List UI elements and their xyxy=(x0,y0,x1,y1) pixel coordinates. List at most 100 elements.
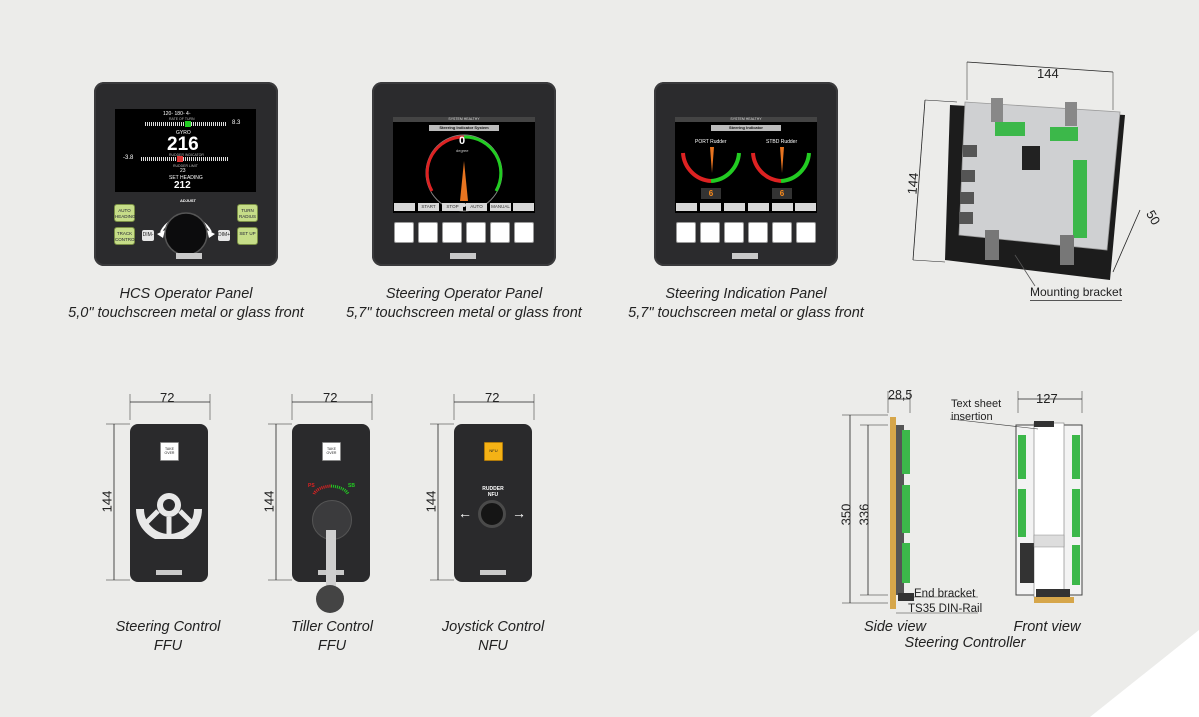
sip-caption-sub: 5,7" touchscreen metal or glass front xyxy=(628,305,864,321)
tc-dim-width: 72 xyxy=(323,390,338,405)
setup-button[interactable]: SET UP xyxy=(237,227,258,245)
adjust-knob-label: ADJUST xyxy=(180,198,197,203)
dim-plus-button[interactable]: DIM+ xyxy=(218,230,230,241)
jc-dim-width: 72 xyxy=(485,390,500,405)
sip-softkey-label-1 xyxy=(676,203,697,211)
hcs-left-value: -3.8 xyxy=(123,155,134,161)
dim-minus-button[interactable]: DIM- xyxy=(142,230,154,241)
sop-softkey-label-1 xyxy=(394,203,415,211)
sop-softkey-1[interactable] xyxy=(394,222,414,243)
hcs-rudder-label: RUDDER INDICATOR xyxy=(169,153,204,157)
text-sheet-label: Text sheet insertion xyxy=(951,398,1002,423)
tc-sb-label: SB xyxy=(348,483,355,489)
joystick-control-panel: NFU RUDDER NFU ← → xyxy=(454,424,532,582)
sip-port-gauge xyxy=(681,147,741,183)
hcs-rudder-marker xyxy=(177,156,183,162)
jc-nfu-button[interactable]: NFU xyxy=(484,442,503,461)
sc-caption-sub: FFU xyxy=(153,638,183,654)
sc-dim-width: 72 xyxy=(160,390,175,405)
sop-logo-plate xyxy=(450,253,476,259)
track-control-button[interactable]: TRACK CONTROL xyxy=(114,227,137,245)
steering-operator-panel: SYSTEM HEALTHY Steering Indicator System… xyxy=(372,82,556,266)
controller-dim-width: 127 xyxy=(1036,391,1058,406)
sip-softkey-4[interactable] xyxy=(748,222,768,243)
turn-radius-button[interactable]: TURN RADIUS xyxy=(237,204,258,222)
tiller-handle-ball[interactable] xyxy=(316,585,344,613)
sip-logo-plate xyxy=(732,253,758,259)
sip-caption-title: Steering Indication Panel xyxy=(665,286,827,302)
sc-take-over-label: TAKE OVER xyxy=(164,447,175,455)
hcs-rudder-limit-label: RUDDER LIMIT xyxy=(173,164,198,168)
sop-caption-title: Steering Operator Panel xyxy=(385,286,543,302)
auto-heading-button[interactable]: AUTO HEADING xyxy=(114,204,136,222)
sip-softkey-label-5 xyxy=(772,203,793,211)
small-panel-dimensions xyxy=(106,394,535,581)
hcs-rudder-limit: 23 xyxy=(180,168,186,174)
jc-dim-height: 144 xyxy=(423,490,439,513)
jc-caption-sub: NFU xyxy=(478,638,508,654)
steering-control-panel: TAKE OVER xyxy=(130,424,208,582)
sop-softkey-2[interactable] xyxy=(418,222,438,243)
hcs-heading: 216 xyxy=(167,134,199,155)
sip-screen: SYSTEM HEALTHY Steering Indicator PORT R… xyxy=(675,117,817,213)
sop-caption: Steering Operator Panel 5,7" touchscreen… xyxy=(328,285,600,323)
sip-softkey-2[interactable] xyxy=(700,222,720,243)
steering-controller-drawing xyxy=(842,391,1083,614)
bracket-dim-height: 144 xyxy=(904,172,922,195)
sip-stbd-label: STBD Rudder xyxy=(766,139,798,145)
sop-softkey-label-3: STOP xyxy=(442,203,463,211)
sop-softkey-label-5: MANUAL xyxy=(490,203,511,211)
tc-dim-height: 144 xyxy=(261,490,277,513)
sop-softkey-6[interactable] xyxy=(514,222,534,243)
sip-softkey-label-4 xyxy=(748,203,769,211)
joystick-knob[interactable] xyxy=(478,500,506,528)
sop-caption-sub: 5,7" touchscreen metal or glass front xyxy=(346,305,582,321)
sip-port-value: 6 xyxy=(701,188,721,199)
sop-softkey-4[interactable] xyxy=(466,222,486,243)
sop-title: Steering Indicator System xyxy=(429,125,499,131)
sip-softkey-3[interactable] xyxy=(724,222,744,243)
hcs-rudder-bar xyxy=(141,157,229,161)
sop-degree-unit: degree xyxy=(456,148,469,153)
jc-caption-title: Joystick Control xyxy=(441,619,545,635)
jc-caption: Joystick Control NFU xyxy=(413,618,573,656)
sip-softkey-label-2 xyxy=(700,203,721,211)
sip-stbd-gauge xyxy=(751,147,811,183)
sip-softkey-label-3 xyxy=(724,203,745,211)
jc-nfu-label: NFU xyxy=(489,448,498,453)
adjust-knob[interactable] xyxy=(151,190,221,260)
sip-softkey-1[interactable] xyxy=(676,222,696,243)
hcs-set-heading-label: SET HEADING xyxy=(169,175,203,181)
sc-caption: Steering Control FFU xyxy=(88,618,248,656)
sip-stbd-value: 6 xyxy=(772,188,792,199)
tc-take-over-button[interactable]: TAKE OVER xyxy=(322,442,341,461)
sc-caption-title: Steering Control xyxy=(115,619,221,635)
sop-rudder-dial xyxy=(425,134,503,212)
sip-softkey-label-6 xyxy=(795,203,816,211)
sip-port-label: PORT Rudder xyxy=(695,139,727,145)
sip-softkey-6[interactable] xyxy=(796,222,816,243)
hcs-set-heading: 212 xyxy=(174,180,191,191)
hcs-operator-panel: 120◦ 180◦ 4◦ RATE OF TURN 8.3 GYRO 216 R… xyxy=(94,82,278,266)
sip-caption: Steering Indication Panel 5,7" touchscre… xyxy=(610,285,882,323)
sop-screen: SYSTEM HEALTHY Steering Indicator System… xyxy=(393,117,535,213)
sop-softkey-label-4: AUTO xyxy=(466,203,487,211)
sop-status: SYSTEM HEALTHY xyxy=(393,117,535,122)
sc-take-over-button[interactable]: TAKE OVER xyxy=(160,442,179,461)
controller-dim-h2: 336 xyxy=(856,503,872,526)
hcs-gyro-label: GYRO xyxy=(176,130,191,136)
hcs-top-sublabel: RATE OF TURN xyxy=(169,117,195,121)
tiller-handle[interactable] xyxy=(326,530,336,592)
controller-caption: Steering Controller xyxy=(904,635,1026,651)
sop-softkey-3[interactable] xyxy=(442,222,462,243)
tc-caption: Tiller Control FFU xyxy=(252,618,412,656)
steering-wheel[interactable] xyxy=(136,479,202,539)
jc-logo-plate xyxy=(480,570,506,575)
arrow-right-icon: → xyxy=(512,505,526,521)
hcs-caption-sub: 5,0" touchscreen metal or glass front xyxy=(68,305,304,321)
sop-softkey-5[interactable] xyxy=(490,222,510,243)
end-bracket-label: End bracket xyxy=(914,588,976,600)
sc-logo-plate xyxy=(156,570,182,575)
hcs-top-readout: 120◦ 180◦ 4◦ xyxy=(163,111,191,117)
sip-softkey-5[interactable] xyxy=(772,222,792,243)
